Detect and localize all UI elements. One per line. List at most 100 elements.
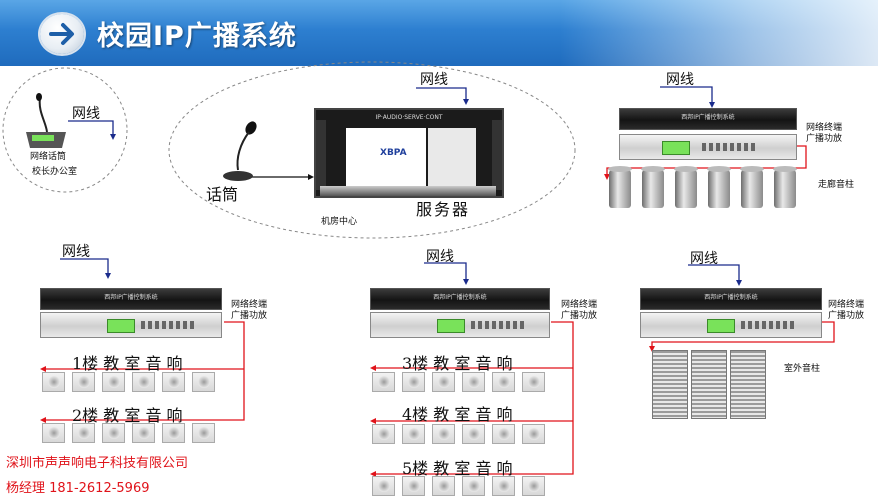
classroom-speaker <box>72 423 95 443</box>
classroom-speaker <box>192 372 215 392</box>
amp-button-row <box>702 143 758 151</box>
network-line-label: 网线 <box>420 72 448 88</box>
signal-lines-corridor <box>606 145 807 176</box>
amp-button-row <box>471 321 527 329</box>
amp-lcd <box>107 319 135 333</box>
net-amp-label: 广播功放 <box>806 134 843 144</box>
classroom-speaker <box>42 423 65 443</box>
corridor-column-5 <box>740 166 764 208</box>
network-amp-middle <box>370 312 550 338</box>
classroom-speaker <box>372 424 395 444</box>
corridor-column-6 <box>773 166 797 208</box>
server-rack-ear-right <box>492 120 502 190</box>
machine-room-label: 机房中心 <box>321 217 358 227</box>
header-bar: 校园IP广播系统 <box>0 0 878 66</box>
classroom-speaker <box>72 372 95 392</box>
outdoor-column-label: 室外音柱 <box>784 364 821 374</box>
classroom-speaker <box>102 372 125 392</box>
ip-controller-rack-middle: 西邦IP广播控制系统 <box>370 288 550 310</box>
classroom-speaker <box>462 372 485 392</box>
net-amp-label: 广播功放 <box>231 311 268 321</box>
gooseneck-mic-device <box>218 120 260 182</box>
classroom-speaker <box>492 372 515 392</box>
classroom-speaker <box>462 424 485 444</box>
machine-room-ellipse <box>168 61 576 239</box>
outdoor-column-3 <box>730 350 766 419</box>
floor-3-label: 3楼 教 室 音 响 <box>402 354 513 373</box>
server-header-text: IP·AUDIO·SERVE·CONT <box>375 114 443 121</box>
classroom-speaker <box>402 476 425 496</box>
floor-4-label: 4楼 教 室 音 响 <box>402 405 513 424</box>
classroom-speaker <box>492 476 515 496</box>
corridor-column-1 <box>608 166 632 208</box>
net-amp-label: 网络终端 <box>806 123 843 133</box>
corridor-column-3 <box>674 166 698 208</box>
arrow-right-icon <box>40 14 84 54</box>
server-rack-ear-left <box>316 120 326 190</box>
classroom-speaker <box>132 372 155 392</box>
amp-lcd <box>662 141 690 155</box>
network-line-label: 网线 <box>426 249 454 265</box>
classroom-speaker <box>42 372 65 392</box>
classroom-speaker <box>192 423 215 443</box>
office-zone-circle <box>2 67 128 193</box>
net-amp-label: 网络终端 <box>828 300 865 310</box>
classroom-speaker <box>462 476 485 496</box>
ip-controller-rack-top-right: 西邦IP广播控制系统 <box>619 108 797 130</box>
classroom-speaker <box>432 476 455 496</box>
classroom-speaker <box>132 423 155 443</box>
rack-name-text: 西邦IP广播控制系统 <box>433 294 487 301</box>
ip-controller-rack-right: 西邦IP广播控制系统 <box>640 288 822 310</box>
amp-button-row <box>741 321 797 329</box>
floor-2-label: 2楼 教 室 音 响 <box>72 406 183 425</box>
network-line-label: 网线 <box>666 72 694 88</box>
classroom-speaker <box>522 372 545 392</box>
rack-name-text: 西邦IP广播控制系统 <box>704 294 758 301</box>
contact-phone: 杨经理 181-2612-5969 <box>6 481 150 496</box>
page-title: 校园IP广播系统 <box>97 21 297 52</box>
header-shine <box>560 0 878 66</box>
net-amp-label: 网络终端 <box>231 300 268 310</box>
classroom-speaker <box>162 423 185 443</box>
network-mic-device <box>22 92 68 150</box>
net-amp-label: 广播功放 <box>828 311 865 321</box>
corridor-column-label: 走廊音柱 <box>818 180 855 190</box>
classroom-speaker <box>372 372 395 392</box>
classroom-speaker <box>402 372 425 392</box>
classroom-speaker <box>432 424 455 444</box>
server-label: 服务器 <box>416 200 471 219</box>
company-name: 深圳市声声响电子科技有限公司 <box>6 456 189 471</box>
ip-controller-rack-left: 西邦IP广播控制系统 <box>40 288 222 310</box>
server-screen: XBPA <box>346 128 426 186</box>
principal-office-label: 校长办公室 <box>32 167 78 177</box>
rack-name-text: 西邦IP广播控制系统 <box>104 294 158 301</box>
server-keyboard <box>320 186 496 196</box>
network-line-label: 网线 <box>690 251 718 267</box>
outdoor-column-2 <box>691 350 727 419</box>
network-amp-left <box>40 312 222 338</box>
server-device: IP·AUDIO·SERVE·CONT XBPA <box>314 108 504 198</box>
network-amp-right <box>640 312 822 338</box>
floor-5-label: 5楼 教 室 音 响 <box>402 459 513 478</box>
server-side-panel <box>428 128 476 186</box>
amp-lcd <box>437 319 465 333</box>
network-mic-label: 网络话筒 <box>30 152 67 162</box>
net-amp-label: 网络终端 <box>561 300 598 310</box>
classroom-speaker <box>372 476 395 496</box>
signal-lines-middle <box>372 321 574 475</box>
classroom-speaker <box>102 423 125 443</box>
classroom-speaker <box>432 372 455 392</box>
corridor-column-2 <box>641 166 665 208</box>
amp-lcd <box>707 319 735 333</box>
network-amp-top-right <box>619 134 797 160</box>
rack-name-text: 西邦IP广播控制系统 <box>681 114 735 121</box>
network-arrows <box>60 86 740 283</box>
classroom-speaker <box>162 372 185 392</box>
classroom-speaker <box>402 424 425 444</box>
signal-lines-outdoor <box>651 321 835 348</box>
corridor-column-4 <box>707 166 731 208</box>
classroom-speaker <box>522 424 545 444</box>
signal-lines-left <box>42 321 245 421</box>
